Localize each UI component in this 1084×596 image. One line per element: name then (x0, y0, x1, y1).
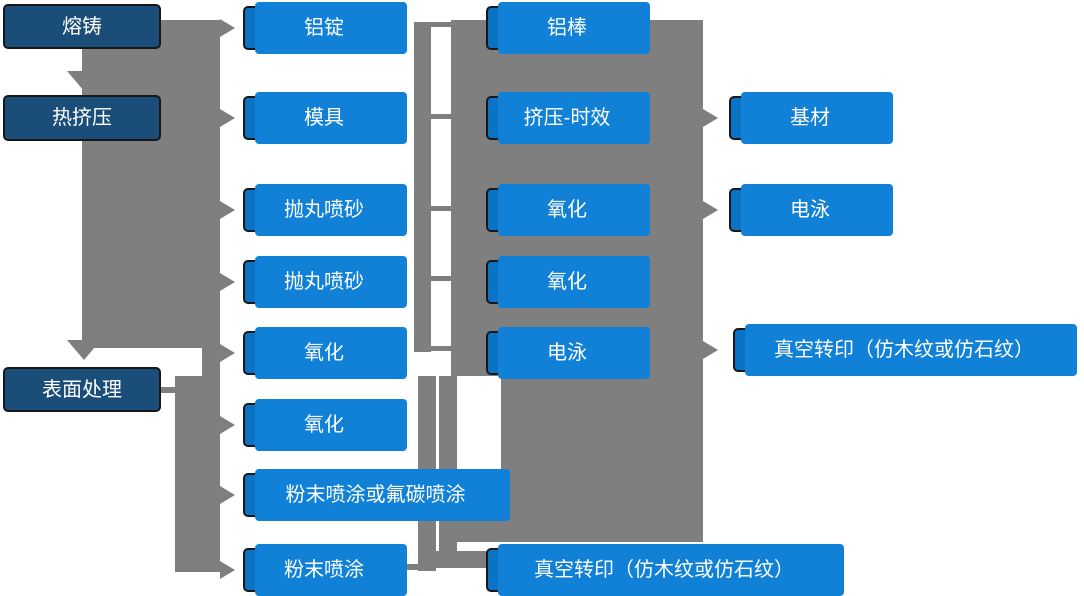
node-label: 氧化 (547, 271, 587, 293)
node-label: 氧化 (304, 414, 344, 436)
node-vacuum-transfer-print-1: 真空转印（仿木纹或仿石纹） (486, 544, 844, 596)
arrow-right-icon (703, 341, 718, 359)
bottom-row-stub (436, 551, 488, 568)
node-label: 氧化 (547, 199, 587, 221)
arrow-down-icon (67, 71, 101, 91)
node-shot-blasting-1: 抛丸喷砂 (243, 184, 407, 236)
bus-stub (431, 22, 453, 27)
main-trunk (82, 20, 220, 348)
node-mold: 模具 (243, 92, 407, 144)
arrow-right-icon (220, 109, 235, 127)
node-melting-casting: 熔铸 (3, 4, 161, 49)
node-electrophoresis-2: 电泳 (729, 184, 893, 236)
node-label: 真空转印（仿木纹或仿石纹） (774, 339, 1034, 361)
node-base-material: 基材 (729, 92, 893, 144)
node-label: 熔铸 (62, 15, 102, 38)
node-surface-treatment: 表面处理 (3, 367, 161, 412)
node-extrusion-aging: 挤压-时效 (486, 92, 650, 144)
node-label: 真空转印（仿木纹或仿石纹） (534, 559, 794, 581)
node-oxidation-3: 氧化 (486, 184, 650, 236)
bus-line-upper (414, 22, 431, 352)
node-aluminum-ingot: 铝锭 (243, 2, 407, 54)
lower-trunk (175, 376, 220, 572)
bus-stub (431, 346, 453, 351)
node-label: 表面处理 (42, 378, 122, 401)
arrow-right-icon (220, 273, 235, 291)
arrow-right-icon (220, 416, 235, 434)
arrow-right-icon (220, 201, 235, 219)
bus-stub (431, 276, 453, 281)
node-label: 抛丸喷砂 (284, 271, 364, 293)
node-label: 粉末喷涂或氟碳喷涂 (285, 484, 466, 506)
bus-stub (431, 114, 453, 119)
powder-coating-stub (405, 564, 418, 570)
arrow-right-icon (703, 109, 718, 127)
node-label: 模具 (304, 107, 344, 129)
arrow-right-icon (220, 561, 235, 579)
node-oxidation-2: 氧化 (243, 399, 407, 451)
arrow-right-icon (703, 201, 718, 219)
node-vacuum-transfer-print-2: 真空转印（仿木纹或仿石纹） (733, 324, 1077, 376)
node-label: 氧化 (304, 342, 344, 364)
arrow-right-icon (220, 19, 235, 37)
node-electrophoresis-1: 电泳 (486, 327, 650, 379)
node-oxidation-1: 氧化 (243, 327, 407, 379)
node-label: 热挤压 (52, 107, 112, 129)
node-label: 粉末喷涂 (284, 559, 364, 581)
node-powder-coating: 粉末喷涂 (243, 544, 407, 596)
arrow-down-icon (67, 340, 101, 360)
trunk-joint (202, 348, 220, 376)
node-hot-extrusion: 热挤压 (3, 95, 161, 141)
surface-treatment-stub (159, 387, 175, 393)
node-label: 基材 (790, 107, 830, 129)
node-aluminum-rod: 铝棒 (486, 2, 650, 54)
arrow-right-icon (220, 344, 235, 362)
node-label: 铝锭 (304, 17, 344, 39)
node-shot-blasting-2: 抛丸喷砂 (243, 256, 407, 308)
bus-stub (431, 206, 453, 211)
node-oxidation-4: 氧化 (486, 256, 650, 308)
node-label: 抛丸喷砂 (284, 199, 364, 221)
arrow-right-icon (220, 486, 235, 504)
node-label: 电泳 (790, 199, 830, 221)
node-label: 铝棒 (547, 17, 587, 39)
node-label: 挤压-时效 (523, 107, 611, 129)
node-label: 电泳 (547, 342, 587, 364)
node-powder-or-fluorocarbon-coating: 粉末喷涂或氟碳喷涂 (243, 469, 510, 521)
